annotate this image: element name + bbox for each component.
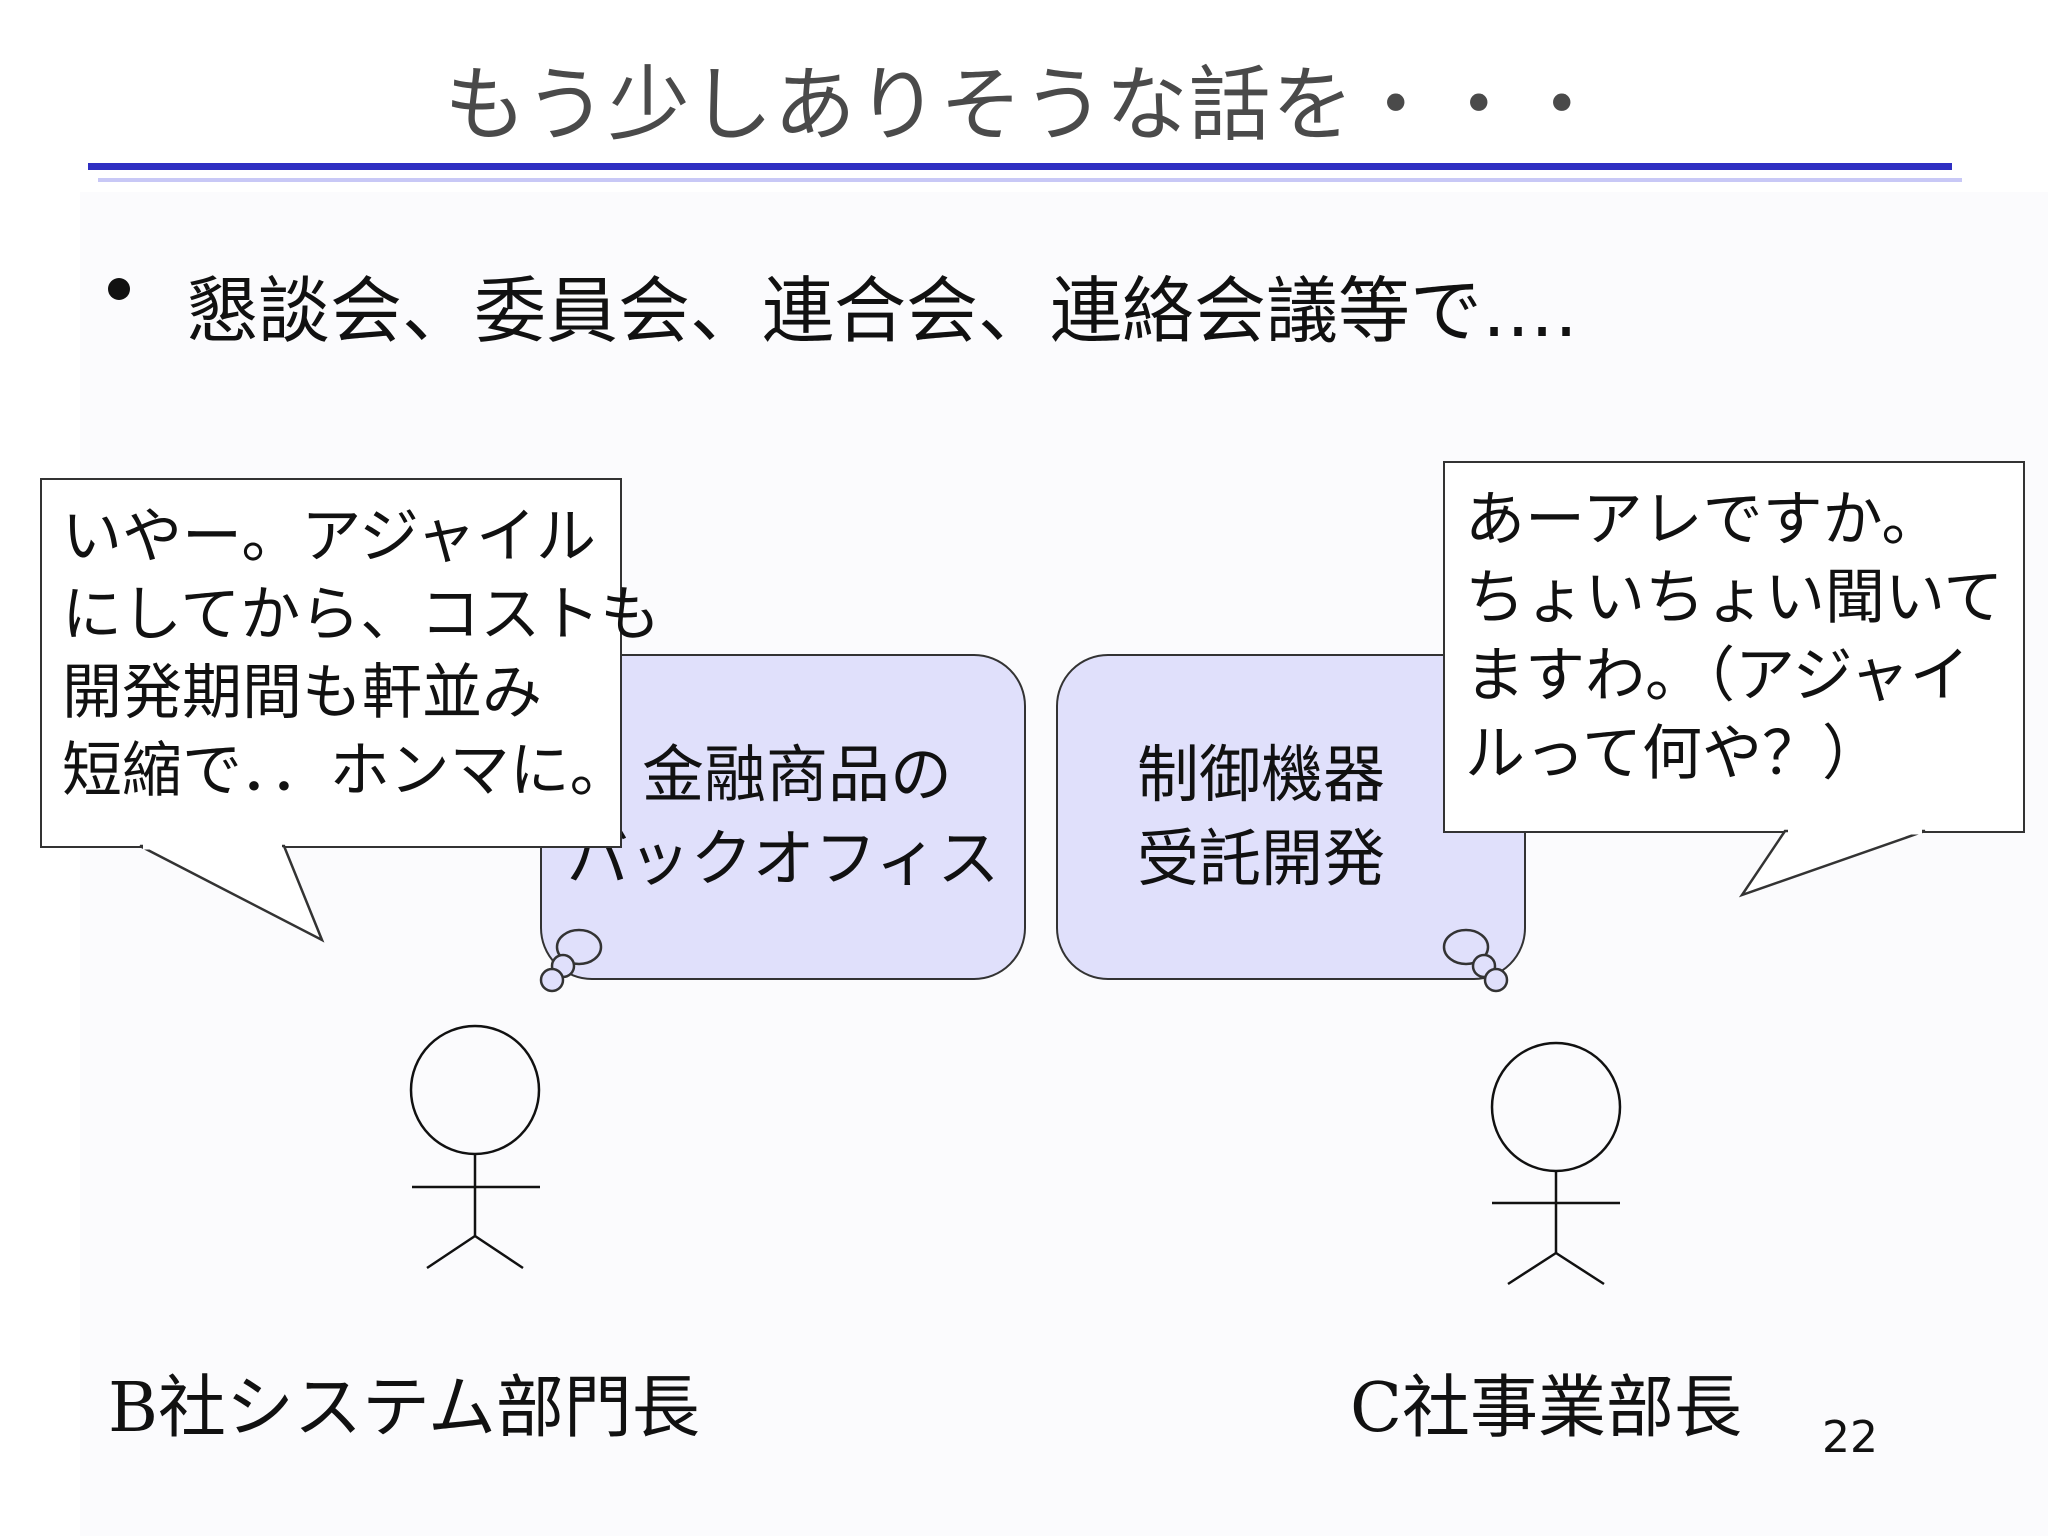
thought-bubble-right-text: 制御機器 受託開発 [1137, 733, 1385, 901]
actor-label-right: C社事業部長 [1350, 1369, 1743, 1448]
speech-bubble-left-line: いやー。アジャイル [62, 502, 596, 572]
bullet-text: 懇談会、委員会、連合会、連絡会議等で‥‥ [186, 269, 1579, 353]
thought-bubble-right-line: 制御機器 [1136, 738, 1385, 811]
thought-bubble-left-line: バックオフィス [566, 822, 1000, 895]
speech-bubble-left: いやー。アジャイル にしてから、コストも 開発期間も軒並み 短縮で．．ホンマに。 [40, 478, 661, 848]
speech-bubble-left-line: 開発期間も軒並み [62, 658, 542, 728]
speech-bubble-right-line: ルって何や？） [1465, 719, 1882, 789]
title-rule [88, 163, 1952, 170]
page-number: 22 [1822, 1412, 1878, 1463]
speech-bubble-right-line: ちょいちょい聞いて [1465, 563, 2004, 633]
actor-label-left: B社システム部門長 [108, 1369, 700, 1448]
speech-bubble-right: あーアレですか。 ちょいちょい聞いて ますわ。（アジャイ ルって何や？） [1443, 461, 2025, 833]
speech-bubble-left-line: にしてから、コストも [62, 580, 661, 650]
speech-bubble-right-line: ますわ。（アジャイ [1465, 641, 1970, 711]
thought-bubble-right-line: 受託開発 [1136, 822, 1385, 895]
speech-bubble-right-line: あーアレですか。 [1465, 485, 1942, 555]
title-rule-shadow [98, 178, 1962, 182]
thought-bubble-left-line: 金融商品の [641, 738, 952, 811]
speech-bubble-left-line: 短縮で．．ホンマに。 [62, 736, 630, 806]
slide-title: もう少しありそうな話を・・・ [444, 58, 1604, 153]
bullet-icon [108, 278, 130, 300]
